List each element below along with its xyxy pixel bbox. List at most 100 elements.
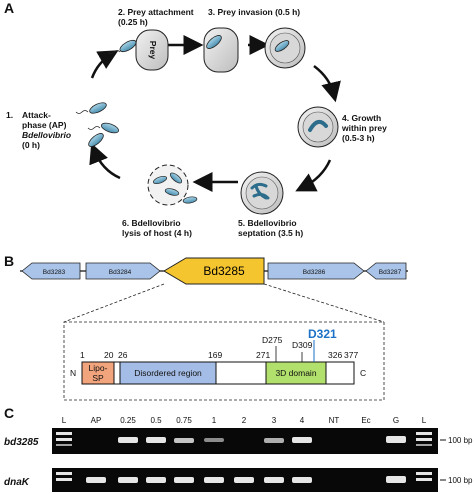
pos-1: 1 [80,350,85,360]
lane-label-5: 0.75 [176,416,192,425]
step1-line2: phase (AP) [22,120,67,130]
arrow-to-septation [295,159,332,192]
pos-169: 169 [208,350,222,360]
gel-panel: L AP 0.25 0.5 0.75 1 2 3 4 NT Ec G L [4,416,473,492]
arrow-to-attachment [90,50,119,79]
bands-bd3285 [56,432,432,446]
band-dnak-ap [86,477,106,483]
prey-attachment-drawing: Prey [107,29,169,71]
lane-label-3: 0.25 [120,416,136,425]
band-ladder-3a [56,472,72,475]
band-ladder-1a [56,432,72,435]
lane-label-11: Ec [361,416,370,425]
arrow-to-attack [89,143,121,180]
gene-bd3287-label: Bd3287 [379,269,402,276]
growth-drawing [297,106,339,148]
step4-line3: (0.5-3 h) [342,133,375,143]
cycle-arrows [89,35,341,192]
band-bd3285-4 [292,437,312,443]
lane-label-8: 3 [272,416,277,425]
disordered-region-domain [119,361,217,385]
band-ladder-1c [56,444,72,446]
panel-c-label: C [4,405,15,421]
gene-map: Bd3283 Bd3284 Bd3285 Bd3286 Bd3287 [20,257,408,401]
panel-a-label: A [4,0,15,16]
step4-line2: within prey [341,123,387,133]
lysis-drawing [147,164,198,206]
gene-bd3287: Bd3287 [365,262,407,280]
band-bd3285-075 [174,438,194,443]
lane-label-7: 2 [242,416,247,425]
band-dnak-025 [118,477,138,483]
step2-line2: (0.25 h) [118,17,148,27]
pos-26: 26 [118,350,128,360]
pos-377: 377 [344,350,358,360]
gene-bd3284: Bd3284 [85,262,161,280]
band-dnak-4 [292,477,312,483]
pos-271: 271 [256,350,270,360]
band-ladder-2c [416,444,432,446]
step5-line1: 5. Bdellovibrio [238,218,297,228]
gene-bd3283-label: Bd3283 [43,269,66,276]
septation-drawing [240,171,284,215]
band-bd3285-3 [264,438,284,443]
zoom-line-right [263,283,385,323]
band-dnak-g [386,476,406,483]
residue-d309: D309 [292,340,313,350]
step6-line2: lysis of host (4 h) [122,228,192,238]
band-dnak-075 [174,477,194,483]
lipo-sp-line2: SP [92,373,104,383]
band-bd3285-05 [146,437,166,443]
bands-dnak [56,472,432,483]
step1-line3: Bdellovibrio [22,130,71,140]
residue-d321: D321 [308,327,337,341]
lane-label-12: G [393,416,399,425]
c-terminus: C [360,368,366,378]
step4-line1: 4. Growth [342,113,381,123]
band-bd3285-1 [204,438,224,442]
n-terminus: N [70,368,76,378]
band-dnak-2 [234,477,254,483]
band-bd3285-g [386,436,406,443]
lane-label-6: 1 [212,416,217,425]
band-dnak-3 [264,477,284,483]
lane-label-10: NT [329,416,340,425]
domain-architecture: Lipo- SP Disordered region 3D domain N C… [70,327,366,385]
gene-bd3285-label: Bd3285 [203,264,245,278]
size-label-2: 100 bp [448,476,473,485]
gel-row-bd3285 [52,428,438,454]
step2-line1: 2. Prey attachment [118,7,194,17]
step1-line4: (0 h) [22,140,40,150]
zoom-box [63,321,385,401]
band-ladder-1b [56,438,72,441]
lane-label-13: L [422,416,427,425]
step5-line2: septation (3.5 h) [238,228,303,238]
lane-labels: L AP 0.25 0.5 0.75 1 2 3 4 NT Ec G L [62,416,427,425]
gene-bd3286-label: Bd3286 [303,269,326,276]
life-cycle-diagram: 1. Attack- phase (AP) Bdellovibrio (0 h)… [6,7,387,238]
band-ladder-4b [416,478,432,481]
prey-invasion-drawing [203,27,306,73]
pos-20: 20 [104,350,114,360]
step1-line1: Attack- [22,110,51,120]
pos-326: 326 [328,350,342,360]
step3-label: 3. Prey invasion (0.5 h) [208,7,300,17]
domain-3d [265,361,327,385]
lipo-sp-domain [81,361,115,385]
row-label-bd3285: bd3285 [4,437,39,448]
zoom-line-left [63,283,165,323]
lane-label-4: 0.5 [150,416,162,425]
gene-bd3284-label: Bd3284 [109,269,132,276]
lipo-sp-line1: Lipo- [89,363,108,373]
band-dnak-1 [204,477,224,483]
step6-line1: 6. Bdellovibrio [122,218,181,228]
gene-bd3283: Bd3283 [21,262,81,280]
panel-b-label: B [4,253,15,269]
prey-label: Prey [148,41,158,60]
lane-label-9: 4 [300,416,305,425]
domain-3d-label: 3D domain [275,368,316,378]
gene-bd3285: Bd3285 [163,257,265,285]
band-ladder-2b [416,438,432,441]
size-label-1: 100 bp [448,436,473,445]
gene-bd3286: Bd3286 [267,262,365,280]
